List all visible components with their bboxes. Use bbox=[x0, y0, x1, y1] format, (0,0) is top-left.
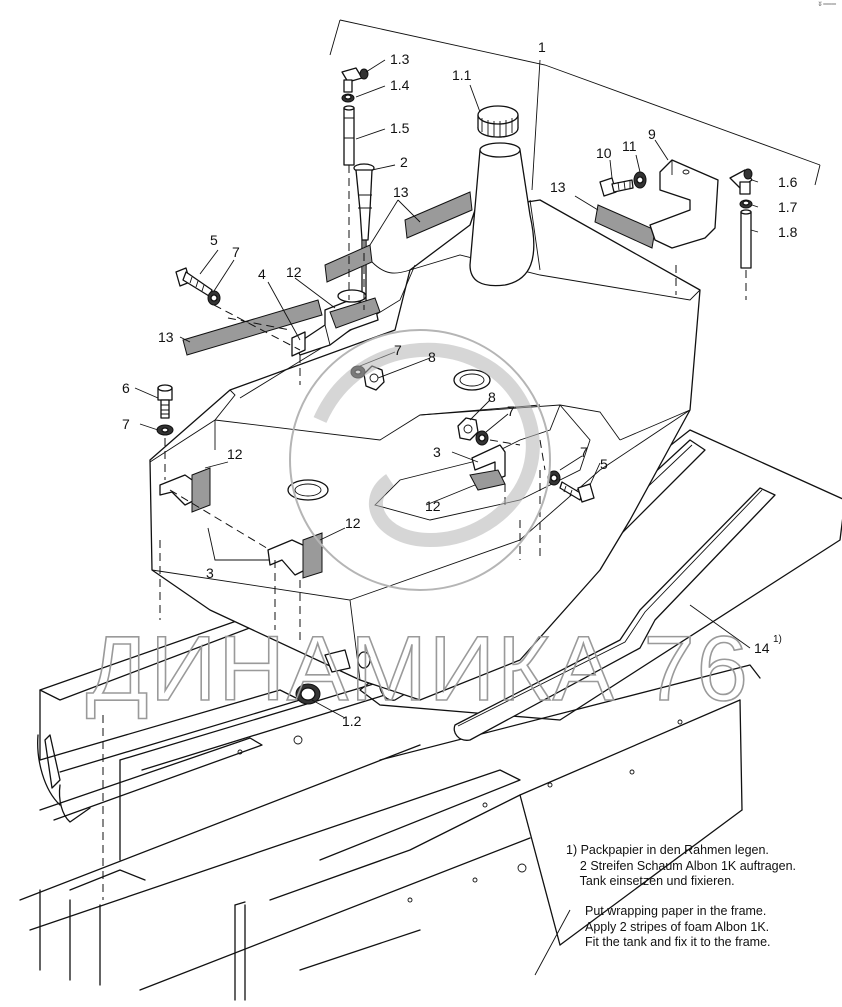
callout-1: 1 bbox=[538, 39, 546, 55]
callout-1-1: 1.1 bbox=[452, 67, 472, 83]
callout-8-center: 8 bbox=[428, 349, 436, 365]
bolt-5-right bbox=[559, 481, 595, 503]
callout-14: 14 bbox=[754, 640, 770, 656]
callout-1-3: 1.3 bbox=[390, 51, 410, 67]
washer-7-bolt6 bbox=[156, 424, 174, 436]
filler-cap bbox=[477, 105, 519, 138]
callout-labels: 1 1.1 1.2 1.3 1.4 1.5 1.6 1.7 1.8 2 3 3 … bbox=[122, 39, 798, 729]
nut-8-right bbox=[457, 417, 479, 441]
elbow-fitting-1-3 bbox=[341, 67, 369, 93]
callout-1-2: 1.2 bbox=[342, 713, 362, 729]
foam-strip-13-upper-left bbox=[404, 191, 473, 239]
callout-7-top: 7 bbox=[232, 244, 240, 260]
callout-1-6: 1.6 bbox=[778, 174, 798, 190]
callout-11: 11 bbox=[622, 138, 637, 154]
callout-14-footnote-mark: 1) bbox=[773, 634, 782, 645]
callout-5-left: 5 bbox=[210, 232, 218, 248]
callout-1-5: 1.5 bbox=[390, 120, 410, 136]
callout-7-right: 7 bbox=[507, 403, 515, 419]
watermark: ДИНАМИКА 76 bbox=[85, 329, 750, 721]
washer-7-left bbox=[207, 290, 221, 306]
callout-6: 6 bbox=[122, 380, 130, 396]
washer-7-lower-right bbox=[547, 470, 561, 486]
tube-1-8 bbox=[740, 209, 752, 269]
callout-12-left-lower: 12 bbox=[345, 515, 361, 531]
washer-7-right bbox=[475, 430, 489, 446]
callout-13-top: 13 bbox=[393, 184, 409, 200]
callout-1-8: 1.8 bbox=[778, 224, 798, 240]
bolt-5-left bbox=[175, 267, 213, 297]
assembly-dashed-lines bbox=[102, 165, 747, 900]
callout-8-right: 8 bbox=[488, 389, 496, 405]
elbow-fitting-1-6 bbox=[729, 168, 753, 195]
callout-12-left-upper: 12 bbox=[227, 446, 243, 462]
callout-2: 2 bbox=[400, 154, 408, 170]
nut-1-7 bbox=[739, 199, 753, 209]
callout-13-right: 13 bbox=[550, 179, 566, 195]
callout-12-top: 12 bbox=[286, 264, 302, 280]
corner-mark: ʬ ═══ bbox=[818, 2, 836, 8]
callout-3-left: 3 bbox=[206, 565, 214, 581]
bracket-3-left-upper bbox=[159, 467, 211, 513]
callout-7-center: 7 bbox=[394, 342, 402, 358]
callout-1-4: 1.4 bbox=[390, 77, 410, 93]
watermark-text: ДИНАМИКА 76 bbox=[86, 618, 750, 720]
callout-1-7: 1.7 bbox=[778, 199, 798, 215]
foam-strip-13-right bbox=[594, 204, 656, 249]
callout-12-center: 12 bbox=[425, 498, 441, 514]
callout-7-lower-right: 7 bbox=[580, 444, 588, 460]
machine-frame bbox=[19, 617, 761, 1001]
bolt-10 bbox=[599, 177, 634, 197]
foam-strip-13-left bbox=[182, 299, 323, 356]
callout-5-right: 5 bbox=[600, 456, 608, 472]
callout-4: 4 bbox=[258, 266, 266, 282]
bracket-3-left-lower bbox=[267, 532, 323, 579]
assembly-note-english: Put wrapping paper in the frame. Apply 2… bbox=[585, 904, 771, 949]
pad-12-top bbox=[329, 289, 381, 329]
callout-9: 9 bbox=[648, 126, 656, 142]
callout-10: 10 bbox=[596, 145, 612, 161]
tube-1-5 bbox=[343, 105, 355, 166]
bracket-9 bbox=[649, 159, 719, 249]
bolt-6 bbox=[157, 384, 173, 419]
callout-3-center: 3 bbox=[433, 444, 441, 460]
nut-1-4 bbox=[341, 93, 355, 103]
washer-11 bbox=[633, 171, 647, 189]
callout-13-left: 13 bbox=[158, 329, 174, 345]
callout-7-bolt6: 7 bbox=[122, 416, 130, 432]
assembly-note-german: 1) Packpapier in den Rahmen legen. 2 Str… bbox=[566, 843, 797, 888]
fuel-tank bbox=[149, 142, 701, 705]
